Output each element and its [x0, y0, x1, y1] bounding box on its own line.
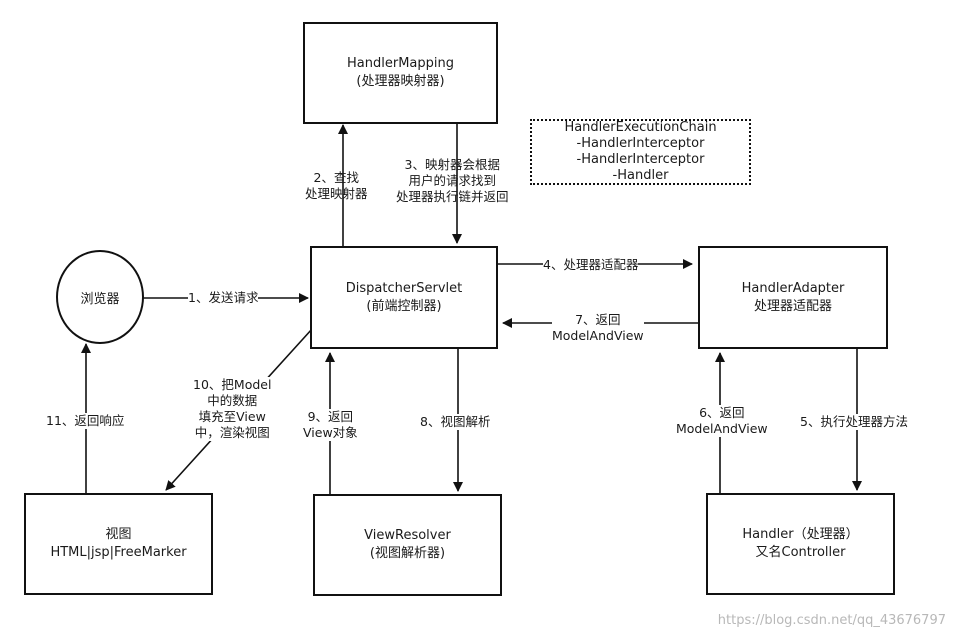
step5-label: 5、执行处理器方法 — [800, 414, 908, 430]
dispatcher-servlet-node: DispatcherServlet (前端控制器) — [310, 246, 498, 349]
handler-mapping-subtitle: (处理器映射器) — [356, 74, 445, 89]
step6-label: 6、返回 ModelAndView — [676, 405, 768, 437]
step1-text: 1、发送请求 — [188, 290, 259, 305]
execution-chain-line: -HandlerInterceptor — [576, 136, 705, 151]
step7-label: 7、返回 ModelAndView — [552, 312, 644, 344]
step9-text: View对象 — [303, 425, 358, 440]
step9-text: 9、返回 — [307, 409, 354, 424]
step4-label: 4、处理器适配器 — [543, 257, 639, 273]
step5-text: 5、执行处理器方法 — [800, 414, 908, 429]
step6-text: ModelAndView — [676, 421, 768, 436]
handler-node: Handler（处理器） 又名Controller — [706, 493, 895, 595]
step7-text: ModelAndView — [552, 328, 644, 343]
dispatcher-servlet-subtitle: (前端控制器) — [366, 298, 442, 314]
browser-label: 浏览器 — [80, 291, 120, 307]
step2-text: 处理映射器 — [305, 186, 368, 201]
browser-node: 浏览器 — [56, 250, 144, 344]
view-resolver-subtitle: (视图解析器) — [369, 546, 446, 561]
view-resolver-node: ViewResolver (视图解析器) — [313, 494, 502, 596]
step3-text: 3、映射器会根据 — [404, 157, 500, 172]
step4-text: 4、处理器适配器 — [543, 257, 639, 272]
view-node: 视图 HTML|jsp|FreeMarker — [24, 493, 213, 595]
step3-label: 3、映射器会根据 用户的请求找到 处理器执行链并返回 — [396, 157, 509, 205]
handler-adapter-node: HandlerAdapter 处理器适配器 — [698, 246, 888, 349]
view-resolver-title: ViewResolver — [364, 528, 451, 543]
handler-execution-chain-note: HandlerExecutionChain -HandlerIntercepto… — [530, 119, 751, 185]
step6-text: 6、返回 — [699, 405, 745, 420]
step1-label: 1、发送请求 — [188, 290, 259, 306]
handler-adapter-subtitle: 处理器适配器 — [753, 298, 832, 314]
step8-label: 8、视图解析 — [420, 414, 491, 430]
handler-adapter-title: HandlerAdapter — [741, 280, 845, 296]
view-subtitle: HTML|jsp|FreeMarker — [50, 545, 187, 560]
step10-text: 中，渲染视图 — [194, 425, 270, 440]
step10-text: 填充至View — [198, 409, 266, 424]
step3-text: 用户的请求找到 — [408, 173, 497, 188]
step2-text: 2、查找 — [313, 170, 359, 185]
step3-text: 处理器执行链并返回 — [396, 189, 509, 204]
handler-mapping-node: HandlerMapping (处理器映射器) — [303, 22, 498, 124]
handler-mapping-title: HandlerMapping — [347, 56, 454, 71]
execution-chain-line: HandlerExecutionChain — [564, 120, 717, 135]
view-title: 视图 — [105, 527, 132, 542]
step11-text: 11、返回响应 — [46, 413, 125, 428]
step8-text: 8、视图解析 — [420, 414, 491, 429]
handler-title: Handler（处理器） — [742, 527, 859, 542]
watermark: https://blog.csdn.net/qq_43676797 — [717, 613, 946, 628]
handler-subtitle: 又名Controller — [755, 545, 846, 560]
dispatcher-servlet-title: DispatcherServlet — [345, 280, 463, 296]
step7-text: 7、返回 — [575, 312, 621, 327]
step10-text: 10、把Model — [193, 377, 272, 392]
step10-label: 10、把Model 中的数据 填充至View 中，渲染视图 — [193, 377, 272, 441]
step10-text: 中的数据 — [207, 393, 258, 408]
execution-chain-line: -Handler — [612, 168, 669, 183]
step9-label: 9、返回 View对象 — [303, 409, 358, 441]
step11-label: 11、返回响应 — [46, 413, 125, 429]
step2-label: 2、查找 处理映射器 — [305, 170, 368, 202]
execution-chain-line: -HandlerInterceptor — [576, 152, 705, 167]
